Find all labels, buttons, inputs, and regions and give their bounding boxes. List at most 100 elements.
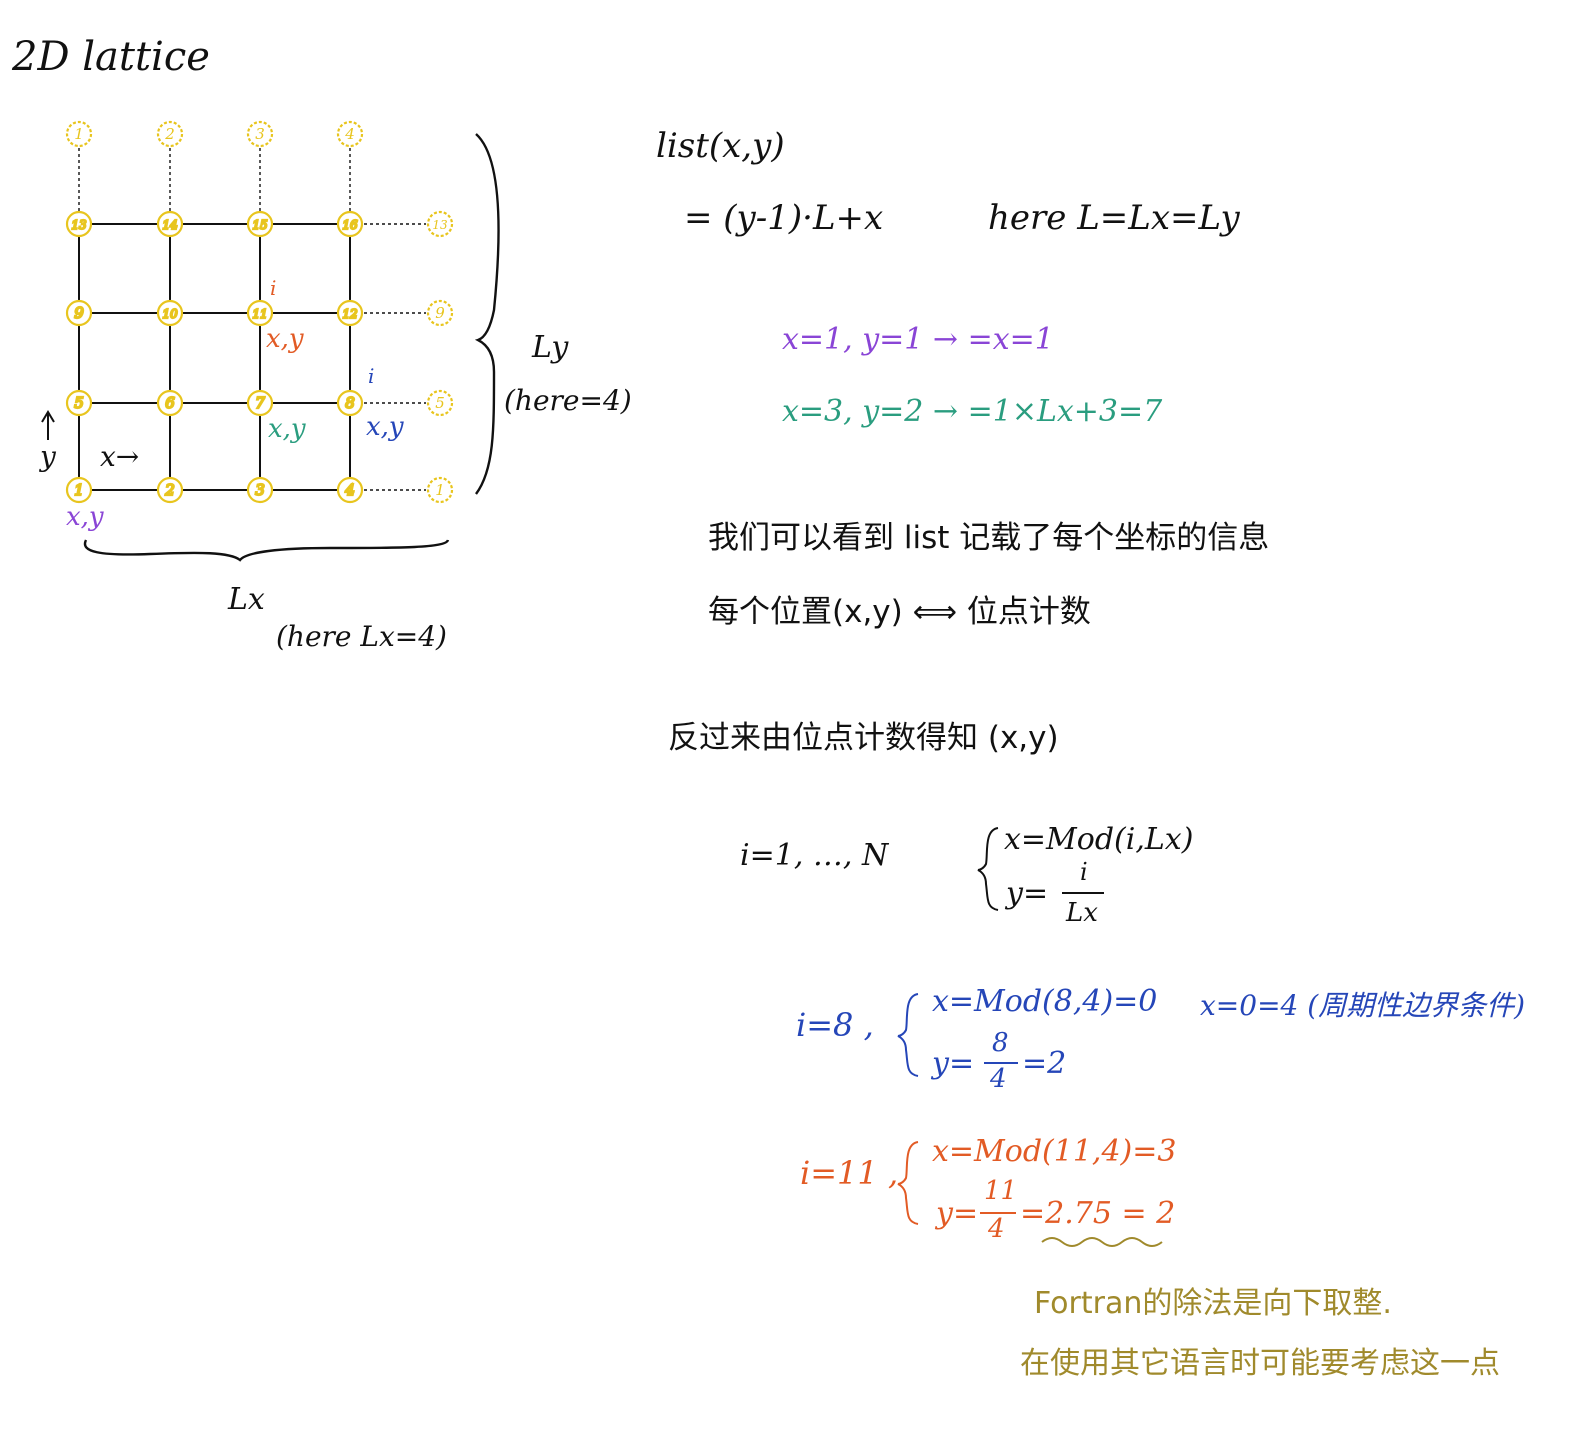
lattice-node-2-label: 2 bbox=[164, 481, 175, 499]
node11-i-label: i bbox=[270, 276, 277, 300]
list-formula-expression: = (y-1)·L+x bbox=[684, 198, 884, 238]
inverse-y-prefix: y= bbox=[1006, 876, 1049, 911]
lattice-node-9-label: 9 bbox=[74, 304, 84, 322]
lattice-node-4-label: 4 bbox=[344, 481, 355, 499]
lattice-node-3: 3 bbox=[246, 476, 274, 504]
ghost-node-top-4: 4 bbox=[336, 120, 364, 148]
lattice-node-4: 4 bbox=[336, 476, 364, 504]
lattice-node-11: 11 bbox=[246, 299, 274, 327]
lattice-node-12: 12 bbox=[336, 299, 364, 327]
inverse-brace bbox=[977, 827, 999, 911]
ghost-horizontal-links bbox=[364, 223, 426, 491]
footnote-line-2: 在使用其它语言时可能要考虑这一点 bbox=[1020, 1346, 1500, 1381]
lattice-node-10: 10 bbox=[156, 299, 184, 327]
ghost-node-right-13-label: 13 bbox=[432, 218, 448, 232]
ly-label: Ly bbox=[532, 330, 569, 365]
ghost-node-right-9: 9 bbox=[426, 299, 454, 327]
example8-label: i=8 , bbox=[796, 1006, 874, 1044]
lattice-node-12-label: 12 bbox=[342, 307, 357, 321]
lx-note: (here Lx=4) bbox=[276, 620, 447, 653]
ghost-node-top-1: 1 bbox=[65, 120, 93, 148]
lattice-node-8-label: 8 bbox=[345, 394, 355, 412]
footnote-line-1: Fortran的除法是向下取整. bbox=[1034, 1286, 1392, 1321]
ghost-node-right-13: 13 bbox=[426, 210, 454, 238]
inverse-range: i=1, …, N bbox=[740, 838, 889, 873]
lx-brace bbox=[83, 539, 450, 562]
lattice-node-15-label: 15 bbox=[252, 218, 267, 232]
example-2: x=3, y=2 → =1×Lx+3=7 bbox=[782, 394, 1163, 429]
inverse-fraction-bar bbox=[1062, 892, 1104, 894]
ghost-node-top-3-label: 3 bbox=[255, 125, 265, 143]
lattice-node-6: 6 bbox=[156, 389, 184, 417]
example8-y-denominator: 4 bbox=[990, 1064, 1007, 1094]
example11-label: i=11 , bbox=[800, 1154, 899, 1192]
example11-x-rule: x=Mod(11,4)=3 bbox=[932, 1134, 1177, 1169]
ghost-node-right-5-label: 5 bbox=[435, 394, 445, 412]
y-axis-label: y bbox=[40, 440, 56, 473]
lattice-node-16: 16 bbox=[336, 210, 364, 238]
y-arrow-icon bbox=[41, 410, 55, 440]
lattice-node-16-label: 16 bbox=[342, 218, 358, 232]
example11-y-numerator: 11 bbox=[984, 1176, 1018, 1206]
lattice-node-7-label: 7 bbox=[255, 394, 265, 412]
list-formula-header: list(x,y) bbox=[656, 126, 785, 166]
lattice-node-10-label: 10 bbox=[162, 307, 178, 321]
diagram-title: 2D lattice bbox=[12, 34, 210, 80]
example11-y-denominator: 4 bbox=[988, 1214, 1005, 1244]
note-list-records: 我们可以看到 list 记载了每个坐标的信息 bbox=[708, 520, 1270, 556]
lattice-node-3-label: 3 bbox=[255, 481, 265, 499]
example8-fraction-bar bbox=[984, 1062, 1018, 1064]
ghost-node-top-1-label: 1 bbox=[74, 125, 84, 143]
lattice-node-13-label: 13 bbox=[71, 218, 87, 232]
lx-label: Lx bbox=[228, 582, 265, 617]
node8-i-label: i bbox=[368, 364, 375, 388]
lattice-node-5: 5 bbox=[65, 389, 93, 417]
ghost-node-top-3: 3 bbox=[246, 120, 274, 148]
ghost-node-top-4-label: 4 bbox=[344, 125, 355, 143]
lattice-node-11-label: 11 bbox=[252, 307, 267, 321]
lattice-node-8: 8 bbox=[336, 389, 364, 417]
example11-fraction-bar bbox=[980, 1212, 1016, 1214]
lattice-node-7: 7 bbox=[246, 389, 274, 417]
inverse-y-denominator: Lx bbox=[1066, 898, 1098, 928]
inverse-x-rule: x=Mod(i,Lx) bbox=[1004, 822, 1194, 857]
example8-brace bbox=[897, 993, 919, 1077]
here-note: here L=Lx=Ly bbox=[988, 198, 1240, 238]
ghost-node-right-1: 1 bbox=[426, 476, 454, 504]
example8-y-numerator: 8 bbox=[992, 1028, 1009, 1058]
node11-xy-label: x,y bbox=[266, 324, 304, 354]
inverse-y-numerator: i bbox=[1080, 858, 1088, 886]
ly-note: (here=4) bbox=[504, 384, 632, 417]
node8-xy-label: x,y bbox=[366, 412, 404, 442]
example11-brace bbox=[897, 1141, 919, 1225]
lattice-node-5-label: 5 bbox=[74, 394, 84, 412]
example8-x-rule: x=Mod(8,4)=0 bbox=[932, 984, 1158, 1019]
lattice-node-9: 9 bbox=[65, 299, 93, 327]
example8-y-prefix: y= bbox=[932, 1046, 975, 1081]
ghost-node-right-1-label: 1 bbox=[435, 481, 445, 499]
lattice-node-14: 14 bbox=[156, 210, 184, 238]
lattice-node-15: 15 bbox=[246, 210, 274, 238]
ghost-node-top-2: 2 bbox=[156, 120, 184, 148]
ghost-node-right-5: 5 bbox=[426, 389, 454, 417]
lattice-node-1-label: 1 bbox=[74, 481, 84, 499]
ghost-node-top-2-label: 2 bbox=[164, 125, 175, 143]
lattice-node-13: 13 bbox=[65, 210, 93, 238]
x-axis-label: x→ bbox=[100, 440, 140, 473]
lattice-node-1: 1 bbox=[65, 476, 93, 504]
lattice-bonds bbox=[78, 223, 351, 491]
ghost-vertical-links bbox=[78, 148, 351, 212]
example8-x-note: x=0=4 (周期性边界条件) bbox=[1200, 989, 1526, 1022]
example11-y-result: =2.75 = 2 bbox=[1020, 1196, 1176, 1231]
example11-y-prefix: y= bbox=[936, 1196, 979, 1231]
node1-xy-label: x,y bbox=[66, 502, 104, 532]
lattice-node-6-label: 6 bbox=[165, 394, 175, 412]
example11-wavy-underline bbox=[1041, 1237, 1163, 1247]
ly-brace bbox=[474, 133, 500, 495]
example-1: x=1, y=1 → =x=1 bbox=[782, 322, 1054, 357]
example8-y-result: =2 bbox=[1022, 1046, 1067, 1081]
node7-xy-label: x,y bbox=[268, 414, 306, 444]
